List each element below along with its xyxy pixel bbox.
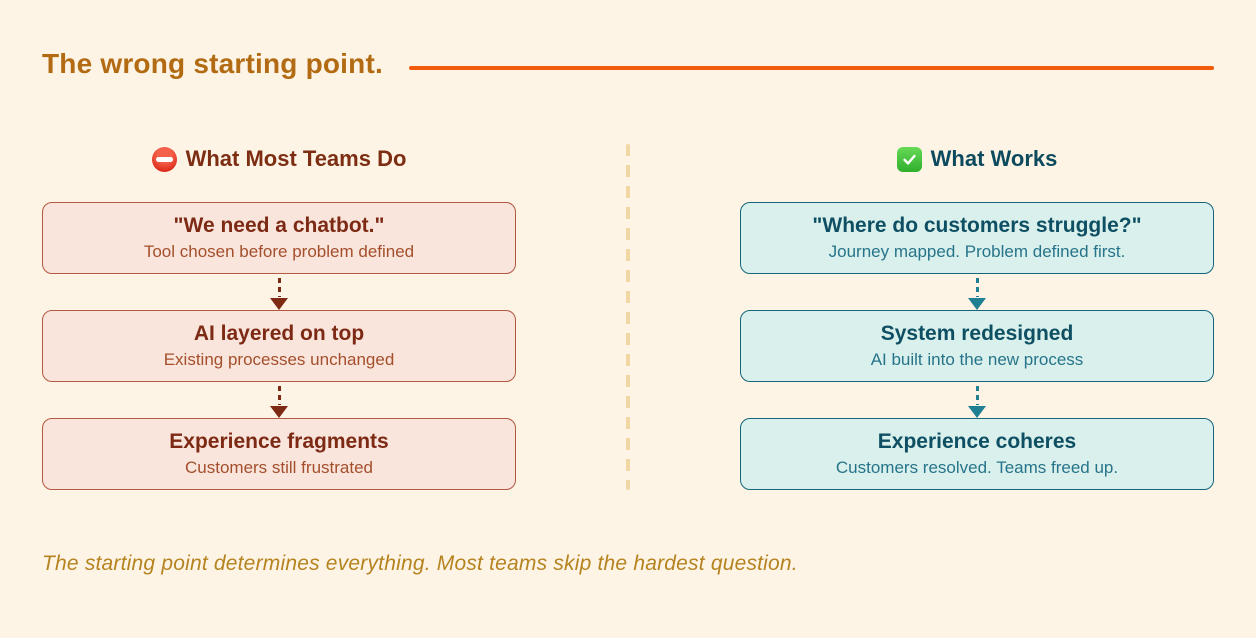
right-column-heading: What Works: [740, 144, 1214, 174]
left-heading-label: What Most Teams Do: [185, 146, 407, 171]
step-card-ai-layered: AI layered on top Existing processes unc…: [42, 310, 516, 382]
column-what-most-teams-do: What Most Teams Do "We need a chatbot." …: [42, 144, 516, 490]
page-title: The wrong starting point.: [42, 48, 383, 79]
step-card-system-redesigned: System redesigned AI built into the new …: [740, 310, 1214, 382]
step-subtitle: AI built into the new process: [870, 350, 1084, 370]
arrow-stem: [277, 385, 281, 405]
step-subtitle: Tool chosen before problem defined: [143, 242, 415, 262]
comparison-columns: What Most Teams Do "We need a chatbot." …: [42, 144, 1214, 490]
arrow-stem: [975, 277, 979, 297]
step-title: Experience coheres: [877, 430, 1077, 454]
step-card-experience-coheres: Experience coheres Customers resolved. T…: [740, 418, 1214, 490]
down-arrow-icon: [740, 274, 1214, 310]
step-card-experience-fragments: Experience fragments Customers still fru…: [42, 418, 516, 490]
step-title: "Where do customers struggle?": [812, 214, 1142, 238]
step-title: "We need a chatbot.": [173, 214, 385, 238]
title-rule: [408, 66, 1214, 70]
step-card-customers-struggle: "Where do customers struggle?" Journey m…: [740, 202, 1214, 274]
check-mark-icon: [896, 146, 922, 172]
arrow-head: [968, 405, 986, 418]
step-subtitle: Customers still frustrated: [185, 458, 373, 478]
step-title: Experience fragments: [169, 430, 389, 454]
step-subtitle: Journey mapped. Problem defined first.: [828, 242, 1126, 262]
left-column-heading: What Most Teams Do: [42, 144, 516, 174]
no-entry-icon: [151, 146, 177, 172]
arrow-head: [270, 297, 288, 310]
down-arrow-icon: [740, 382, 1214, 418]
step-title: System redesigned: [880, 322, 1074, 346]
header: The wrong starting point.: [42, 48, 1214, 80]
right-heading-label: What Works: [930, 146, 1058, 171]
arrow-head: [270, 405, 288, 418]
arrow-stem: [277, 277, 281, 297]
down-arrow-icon: [42, 274, 516, 310]
step-card-chatbot: "We need a chatbot." Tool chosen before …: [42, 202, 516, 274]
step-subtitle: Existing processes unchanged: [163, 350, 395, 370]
arrow-head: [968, 297, 986, 310]
column-what-works: What Works "Where do customers struggle?…: [740, 144, 1214, 490]
step-title: AI layered on top: [193, 322, 365, 346]
step-subtitle: Customers resolved. Teams freed up.: [835, 458, 1119, 478]
down-arrow-icon: [42, 382, 516, 418]
column-divider: [516, 144, 740, 490]
dashed-divider-line: [626, 144, 630, 490]
arrow-stem: [975, 385, 979, 405]
footer-note: The starting point determines everything…: [42, 552, 798, 575]
